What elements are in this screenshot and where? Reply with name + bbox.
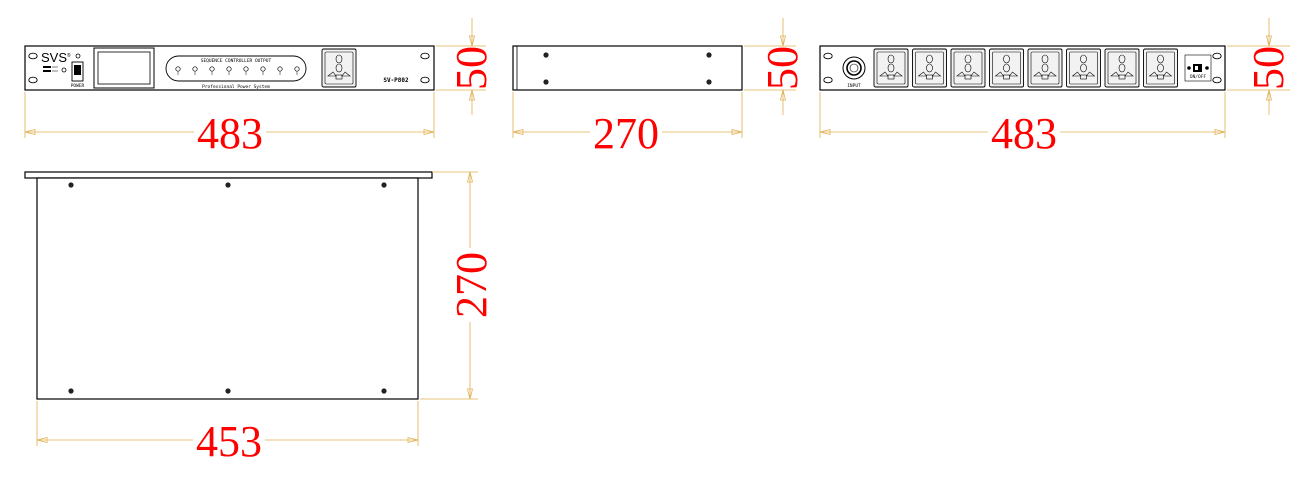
screw-hole-icon	[543, 52, 549, 58]
led-indicator-icon	[243, 66, 249, 72]
led-indicator-icon	[294, 66, 300, 72]
led-indicator-icon	[277, 66, 283, 72]
model-number: SV-P802	[383, 77, 409, 84]
rear-height-dimension: 50	[1227, 18, 1293, 115]
universal-socket-icon	[912, 48, 947, 88]
led-indicator-icon	[175, 66, 181, 72]
top-view	[24, 171, 433, 400]
front-view: SVS® POWER SEQUENCE CONTROLLER OUTPUT Pr…	[24, 45, 435, 91]
dimension-label-top-depth: 270	[447, 252, 496, 318]
screw-hole-icon	[68, 182, 74, 188]
channel-leds	[175, 66, 300, 75]
display-screen	[97, 51, 151, 85]
universal-socket-icon	[1027, 48, 1063, 88]
rear-view: INPUT ON/OFF	[819, 45, 1226, 91]
top-front-flange	[24, 171, 433, 179]
front-width-dimension: 483	[24, 92, 435, 158]
logo-bar-icon	[43, 66, 51, 68]
led-indicator-icon	[209, 66, 215, 72]
top-width-dimension: 453	[36, 401, 419, 466]
side-height-dimension: 50	[744, 18, 807, 115]
top-chassis-outline	[36, 177, 419, 400]
side-panel-outline	[512, 45, 743, 91]
dimension-label-side-height: 50	[758, 46, 807, 90]
universal-socket-icon	[989, 48, 1024, 88]
screw-hole-icon	[706, 79, 712, 85]
led-indicator-icon	[75, 53, 81, 59]
screw-hole-icon	[543, 79, 549, 85]
dimension-label-top-width: 453	[196, 417, 262, 466]
side-view	[512, 45, 743, 91]
brand-logo: SVS®	[41, 50, 71, 65]
dimension-label-front-width: 483	[197, 109, 263, 158]
screw-hole-icon	[225, 182, 231, 188]
dimension-label-front-height: 50	[447, 46, 496, 90]
side-depth-dimension: 270	[512, 92, 743, 158]
universal-socket-icon	[1143, 48, 1178, 88]
led-indicator-icon	[260, 66, 266, 72]
switch-label: ON/OFF	[1190, 74, 1207, 80]
universal-socket-icon	[1066, 48, 1101, 88]
led-indicator-icon	[226, 66, 232, 72]
input-label: INPUT	[847, 83, 861, 89]
power-switch-rocker	[74, 65, 81, 75]
channel-led-panel	[165, 55, 307, 82]
screw-hole-icon	[381, 388, 387, 394]
display-footer: Professional Power System	[202, 84, 270, 90]
dimension-label-side-depth: 270	[593, 109, 659, 158]
screw-hole-icon	[225, 388, 231, 394]
universal-socket-icon	[873, 48, 909, 88]
universal-socket-icon	[950, 48, 986, 88]
screw-hole-icon	[1187, 66, 1191, 70]
dimension-label-rear-width: 483	[991, 109, 1057, 158]
dimension-label-rear-height: 50	[1244, 46, 1293, 90]
screw-hole-icon	[1205, 66, 1209, 70]
top-depth-dimension: 270	[420, 171, 496, 400]
universal-socket-icon	[321, 48, 357, 88]
screw-hole-icon	[706, 52, 712, 58]
screw-hole-icon	[68, 388, 74, 394]
logo-bar-icon	[43, 70, 51, 72]
display-header: SEQUENCE CONTROLLER OUTPUT	[201, 58, 272, 64]
screw-hole-icon	[381, 182, 387, 188]
power-label: POWER	[71, 83, 85, 89]
rear-width-dimension: 483	[819, 92, 1226, 158]
universal-socket-icon	[1104, 48, 1140, 88]
led-indicator-icon	[192, 66, 198, 72]
led-indicator-icon	[61, 67, 67, 73]
front-height-dimension: 50	[436, 18, 496, 115]
